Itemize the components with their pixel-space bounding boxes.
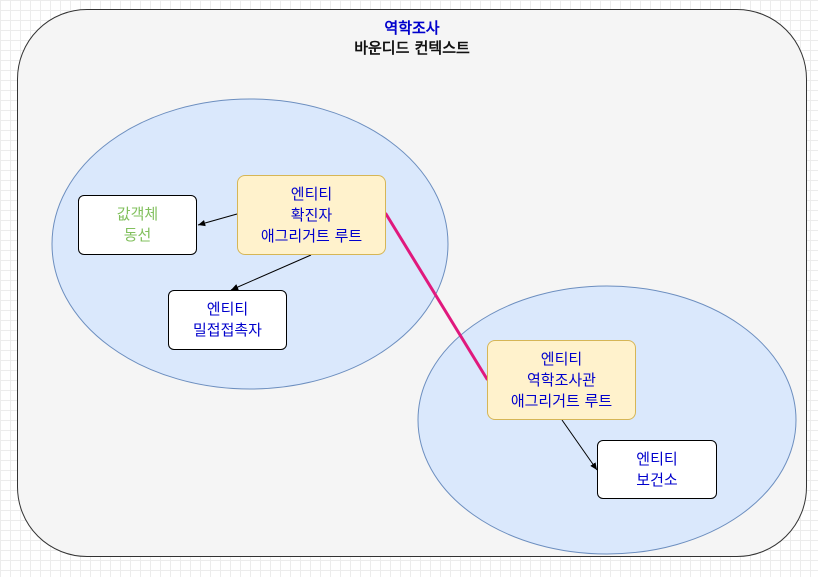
arrow-investigator-to-health-center: [561, 419, 598, 471]
node-line-name: 확진자: [290, 205, 333, 224]
node-line-name: 밀접접촉자: [192, 321, 262, 339]
investigator-aggregate-root[interactable]: 엔티티 역학조사관 애그리거트 루트: [487, 340, 636, 420]
health-center-entity[interactable]: 엔티티 보건소: [597, 440, 717, 499]
node-line-name: 역학조사관: [526, 370, 596, 389]
arrow-confirmed-to-close-contact: [230, 254, 312, 291]
node-line-entity: 엔티티: [540, 349, 583, 368]
node-line-role: 애그리거트 루트: [260, 226, 363, 245]
arrow-confirmed-to-movement: [197, 213, 238, 227]
node-line-entity: 엔티티: [636, 449, 678, 468]
confirmed-patient-aggregate-root[interactable]: 엔티티 확진자 애그리거트 루트: [237, 175, 386, 255]
node-line-type: 값객체: [116, 205, 159, 223]
bounded-context-name: 역학조사: [384, 19, 440, 37]
node-line-name: 보건소: [636, 470, 678, 489]
cross-aggregate-link: [384, 212, 489, 381]
close-contact-entity[interactable]: 엔티티 밀접접촉자: [168, 290, 287, 350]
movement-value-object[interactable]: 값객체 동선: [78, 195, 197, 255]
node-line-entity: 엔티티: [206, 300, 249, 318]
investigator-aggregate-boundary: [417, 285, 797, 555]
node-line-name: 동선: [123, 226, 152, 244]
bounded-context-title: 역학조사 바운디드 컨텍스트: [17, 18, 807, 58]
node-line-entity: 엔티티: [290, 184, 333, 203]
bounded-context-subtitle: 바운디드 컨텍스트: [354, 39, 470, 57]
node-line-role: 애그리거트 루트: [510, 391, 613, 410]
